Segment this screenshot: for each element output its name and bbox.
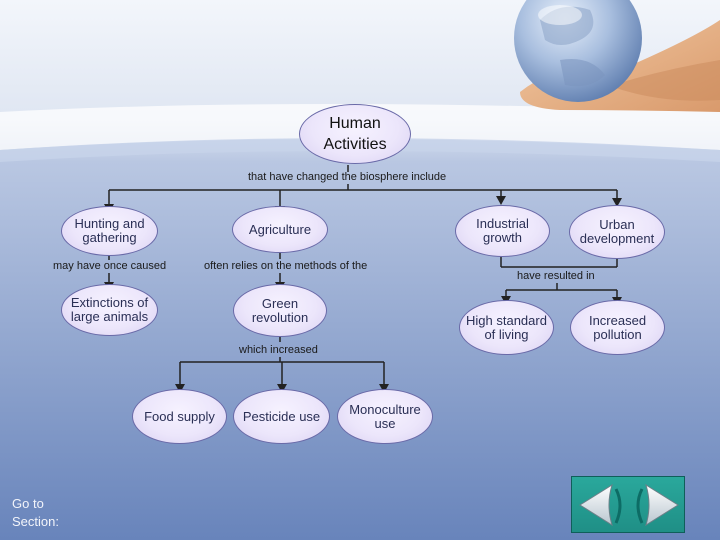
section-nav xyxy=(571,476,685,533)
node-extinctions: Extinctions of large animals xyxy=(61,284,158,336)
node-label: Pesticide use xyxy=(242,408,321,424)
node-hunting-gathering: Hunting and gathering xyxy=(61,206,158,256)
goto-section-link[interactable]: Go to Section: xyxy=(12,496,59,529)
link-text-relies-on: often relies on the methods of the xyxy=(204,260,368,272)
node-label: Green revolution xyxy=(251,295,309,325)
node-label: Monoculture use xyxy=(349,401,421,431)
node-label: High standard of living xyxy=(466,312,547,342)
node-pesticide-use: Pesticide use xyxy=(233,389,330,444)
node-label: Extinctions of large animals xyxy=(70,295,149,324)
link-text-may-have-caused: may have once caused xyxy=(53,260,167,272)
node-increased-pollution: Increased pollution xyxy=(570,300,665,355)
next-button[interactable] xyxy=(629,477,686,534)
node-monoculture-use: Monoculture use xyxy=(337,389,433,444)
node-food-supply: Food supply xyxy=(132,389,227,444)
link-text-biosphere: that have changed the biosphere include xyxy=(248,171,447,183)
node-urban-development: Urban development xyxy=(569,205,665,259)
node-label: Food supply xyxy=(144,408,215,424)
link-text-which-increased: which increased xyxy=(239,344,318,356)
node-green-revolution: Green revolution xyxy=(233,284,327,337)
node-label: Industrial growth xyxy=(476,216,529,245)
node-label: Urban development xyxy=(579,217,655,246)
node-label: Agriculture xyxy=(248,221,312,237)
node-label: Hunting and gathering xyxy=(74,216,145,245)
arrow-left-icon xyxy=(579,483,622,527)
node-high-standard-living: High standard of living xyxy=(459,300,554,355)
arrow-right-icon xyxy=(636,483,679,527)
globe-image xyxy=(514,0,642,102)
node-human-activities: Human Activities xyxy=(299,104,411,164)
prev-button[interactable] xyxy=(572,477,629,534)
node-label: Human Activities xyxy=(323,115,387,153)
node-industrial-growth: Industrial growth xyxy=(455,205,550,257)
link-text-resulted-in: have resulted in xyxy=(517,270,595,282)
node-label: Increased pollution xyxy=(588,312,647,342)
connector-lines xyxy=(108,165,618,384)
node-agriculture: Agriculture xyxy=(232,206,328,253)
